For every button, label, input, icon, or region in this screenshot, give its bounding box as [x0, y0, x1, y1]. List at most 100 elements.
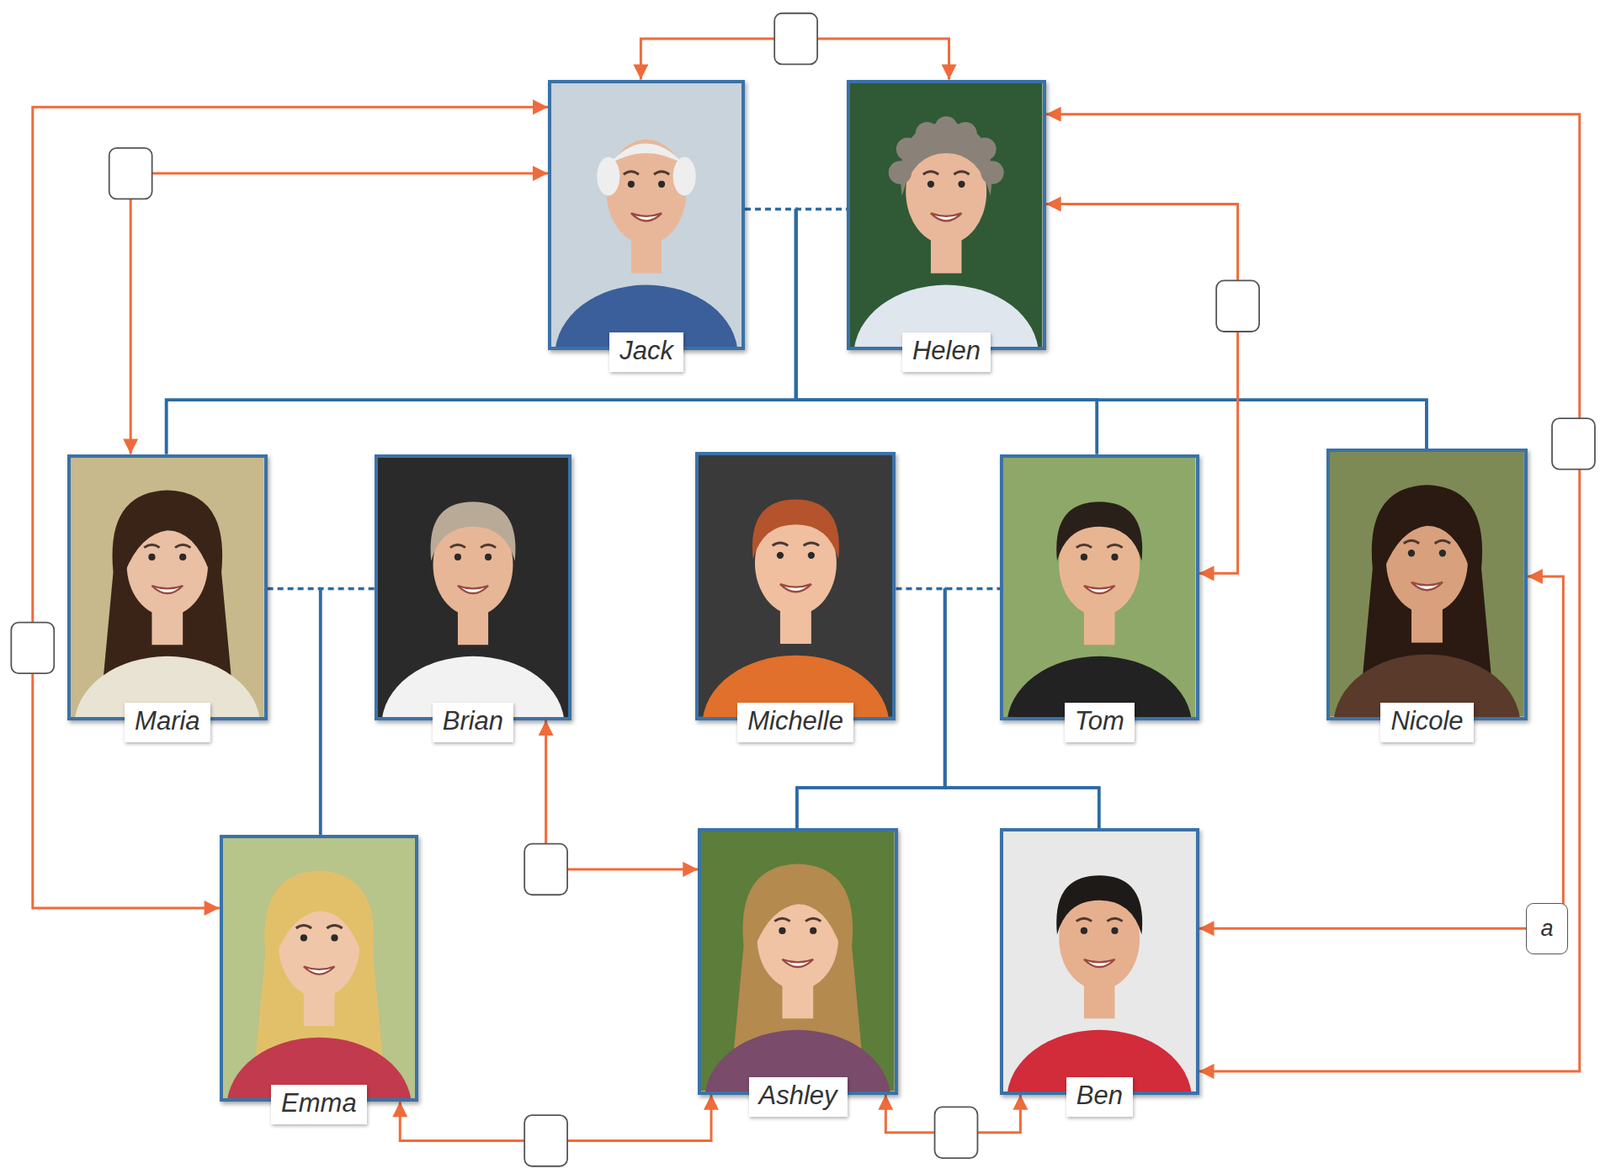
hair	[1056, 876, 1143, 936]
hair	[608, 143, 685, 165]
shoulders	[555, 284, 739, 347]
eyebrow	[143, 544, 160, 548]
portrait-photo	[223, 838, 415, 1100]
eyebrow	[771, 542, 787, 546]
portrait-photo	[1003, 831, 1196, 1091]
shoulders	[1334, 654, 1521, 718]
eyebrow	[450, 544, 466, 548]
eye	[779, 927, 787, 935]
smile	[1084, 584, 1116, 593]
portrait-photo	[70, 457, 265, 718]
eye	[1439, 550, 1446, 558]
answer-box	[1552, 418, 1595, 470]
name-tag: Emma	[271, 1084, 367, 1125]
relation-arrow	[32, 106, 548, 909]
smile	[151, 584, 183, 593]
smile	[1411, 582, 1443, 591]
answer-box	[10, 622, 54, 675]
eye	[1110, 927, 1118, 935]
eye	[1408, 550, 1415, 558]
hair	[755, 883, 841, 947]
hair	[1056, 501, 1143, 561]
eye	[484, 552, 492, 560]
eyebrow	[1106, 919, 1122, 922]
eye	[927, 180, 935, 187]
relation-arrow	[1046, 114, 1580, 1072]
name-tag: Ben	[1066, 1077, 1133, 1117]
smile	[780, 584, 812, 592]
name-tag: Ashley	[749, 1077, 848, 1117]
hair-curl	[896, 137, 920, 161]
answer-box	[524, 1115, 568, 1167]
answer-box	[1216, 280, 1260, 332]
hair-curl	[954, 122, 978, 146]
hair	[430, 501, 516, 561]
name-tag: Helen	[902, 332, 991, 373]
smile	[782, 959, 814, 968]
photo-frame: Nicole	[1326, 448, 1528, 720]
hair-curl	[888, 160, 912, 185]
hair-side	[596, 156, 620, 196]
family-line	[895, 587, 1000, 591]
portrait-photo	[698, 455, 894, 718]
eyebrow	[775, 919, 791, 922]
photo-frame: Tom	[999, 454, 1199, 721]
photo-frame: Brian	[374, 454, 572, 721]
eyebrow	[1106, 544, 1122, 548]
answer-box	[524, 844, 568, 896]
shoulders	[226, 1037, 411, 1100]
family-line	[267, 589, 321, 835]
eyebrow	[1076, 544, 1092, 548]
eyebrow	[802, 542, 819, 546]
portrait-photo	[1003, 457, 1196, 718]
photo-frame: Jack	[547, 79, 745, 351]
eyebrow	[954, 170, 970, 174]
eye	[776, 552, 783, 559]
relation-arrow	[130, 173, 548, 454]
hair-side	[673, 156, 697, 196]
eye	[809, 927, 817, 935]
hair	[1384, 504, 1471, 569]
hair-curl	[981, 160, 1005, 185]
hair-back	[1362, 485, 1491, 683]
shoulders	[381, 655, 564, 718]
photo-frame: Ben	[999, 828, 1199, 1095]
photo-frame: Helen	[846, 79, 1046, 351]
shoulders	[705, 1030, 891, 1092]
answer-box	[935, 1106, 979, 1159]
hair	[276, 889, 362, 953]
photo-frame: Ashley	[697, 828, 899, 1095]
eye	[179, 552, 187, 560]
name-tag: Tom	[1064, 702, 1135, 743]
answer-box-label: a	[1525, 903, 1569, 955]
portrait-photo	[377, 457, 569, 718]
hair	[752, 499, 840, 560]
shoulders	[1007, 1030, 1192, 1092]
photo-frame: Michelle	[695, 451, 897, 721]
photo-frame: Emma	[219, 834, 419, 1103]
eyebrow	[805, 919, 821, 922]
eye	[958, 180, 966, 187]
portrait-photo	[850, 83, 1042, 347]
eyebrow	[923, 170, 939, 174]
portrait-photo	[551, 83, 742, 347]
eye	[1080, 552, 1088, 560]
photo-frame: Maria	[67, 454, 268, 721]
eyebrow	[1403, 541, 1420, 544]
shoulders	[74, 655, 261, 718]
eyebrow	[480, 544, 496, 548]
smile	[930, 212, 963, 221]
eyebrow	[326, 924, 342, 928]
eyebrow	[653, 170, 670, 174]
eyebrow	[295, 924, 311, 928]
hair-curl	[972, 137, 996, 161]
name-tag: Maria	[124, 702, 211, 743]
eye	[627, 180, 635, 187]
eyebrow	[175, 544, 191, 548]
hair	[124, 509, 210, 573]
eye	[658, 180, 665, 187]
answer-box-group	[10, 13, 1595, 1167]
smile	[631, 212, 662, 221]
eye	[148, 552, 155, 560]
